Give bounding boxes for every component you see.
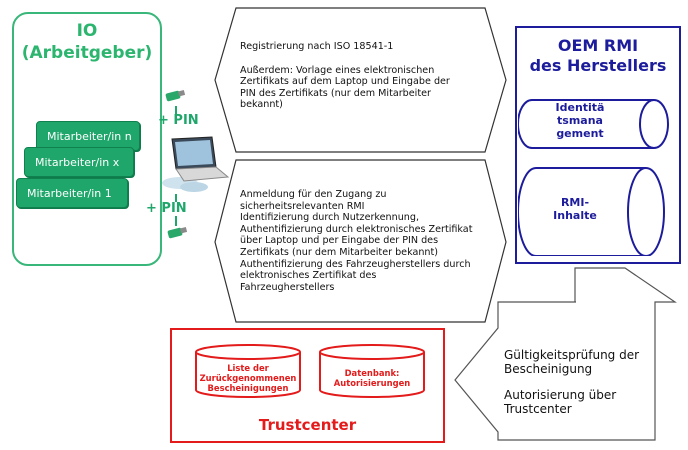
identity-management-cylinder	[518, 99, 669, 149]
identity-label-line: gement	[556, 127, 604, 140]
authorisations-label: Datenbank: Autorisierungen	[320, 368, 424, 388]
employee-card-1: Mitarbeiter/in 1	[16, 178, 128, 208]
access-line: Fahrzeugherstellers	[240, 281, 335, 293]
access-line: Anmeldung für den Zugang zu	[240, 189, 387, 200]
laptop-icon	[162, 136, 230, 192]
db2-label-line: Autorisierungen	[333, 378, 411, 388]
oem-rmi-box	[515, 26, 681, 264]
registration-line: Zertifikats auf dem Laptop und Eingabe d…	[240, 76, 450, 88]
oem-title-line1: OEM RMI	[557, 36, 639, 55]
identity-management-label: Identitä tsmana gement	[545, 101, 615, 140]
io-title: IO (Arbeitgeber)	[12, 20, 162, 64]
pin-label-bottom: + PIN	[146, 201, 187, 216]
registration-arrow	[214, 7, 507, 153]
registration-line: bekannt)	[240, 99, 283, 111]
access-line: Zertifikats (nur dem Mitarbeiter bekannt…	[240, 246, 439, 258]
oem-title: OEM RMI des Herstellers	[515, 36, 681, 76]
registration-line: Außerdem: Vorlage eines elektronischen	[240, 64, 435, 76]
access-line: sicherheitsrelevanten RMI	[240, 200, 365, 212]
revoked-certificates-label: Liste der Zurückgenommenen Bescheinigung…	[196, 363, 300, 393]
validation-text: Gültigkeitsprüfung der Bescheinigung Aut…	[504, 348, 664, 416]
access-line: Authentifizierung durch elektronisches Z…	[240, 223, 473, 235]
employee-card-x: Mitarbeiter/in x	[24, 147, 134, 177]
db1-label-line: Zurückgenommenen	[199, 373, 297, 383]
io-title-line2: (Arbeitgeber)	[21, 43, 153, 63]
access-line: über Laptop und per Eingabe der PIN des	[240, 235, 439, 247]
validation-arrow	[454, 267, 677, 441]
employee-label: Mitarbeiter/in 1	[27, 187, 112, 200]
usb-key-icon	[167, 226, 188, 239]
rmi-content-cylinder	[518, 167, 665, 256]
rmi-label-line: Inhalte	[553, 209, 597, 222]
pin-label-top: + PIN	[158, 113, 199, 128]
access-line: elektronisches Zertifikat des	[240, 270, 377, 282]
db1-label-line: Liste der	[227, 363, 269, 373]
db1-label-line: Bescheinigungen	[207, 383, 289, 393]
validation-line: Autorisierung über	[504, 388, 617, 402]
registration-line: Registrierung nach ISO 18541-1	[240, 41, 394, 52]
validation-line: Bescheinigung	[504, 362, 593, 376]
db2-label-line: Datenbank:	[344, 368, 400, 378]
io-employer-box	[12, 12, 162, 266]
employee-label: Mitarbeiter/in x	[35, 156, 120, 169]
employee-card-n: Mitarbeiter/in n	[36, 121, 140, 151]
oem-cylinders	[518, 99, 669, 256]
trustcenter-box	[170, 328, 445, 443]
registration-text: Registrierung nach ISO 18541-1 Außerdem:…	[240, 41, 490, 111]
authorisations-db	[319, 344, 425, 398]
revoked-certificates-db	[195, 344, 301, 398]
rmi-content-label: RMI- Inhalte	[545, 196, 605, 222]
oem-title-line2: des Herstellers	[529, 56, 667, 75]
validation-line: Gültigkeitsprüfung der	[504, 348, 640, 362]
access-line: Identifizierung durch Nutzerkennung,	[240, 212, 420, 224]
rmi-label-line: RMI-	[560, 196, 590, 209]
trustcenter-databases	[195, 344, 425, 398]
access-text: Anmeldung für den Zugang zu sicherheitsr…	[240, 189, 495, 293]
io-title-line1: IO	[76, 21, 98, 41]
employee-label: Mitarbeiter/in n	[47, 130, 132, 143]
access-arrow	[214, 159, 507, 323]
identity-label-line: tsmana	[557, 114, 603, 127]
access-line: Authentifizierung des Fahrzeughersteller…	[240, 258, 471, 270]
usb-key-icon	[165, 89, 186, 102]
identity-label-line: Identitä	[555, 101, 605, 114]
validation-line: Trustcenter	[504, 402, 572, 416]
trustcenter-title: Trustcenter	[258, 416, 357, 434]
registration-line: PIN des Zertifikats (nur dem Mitarbeiter	[240, 87, 431, 99]
